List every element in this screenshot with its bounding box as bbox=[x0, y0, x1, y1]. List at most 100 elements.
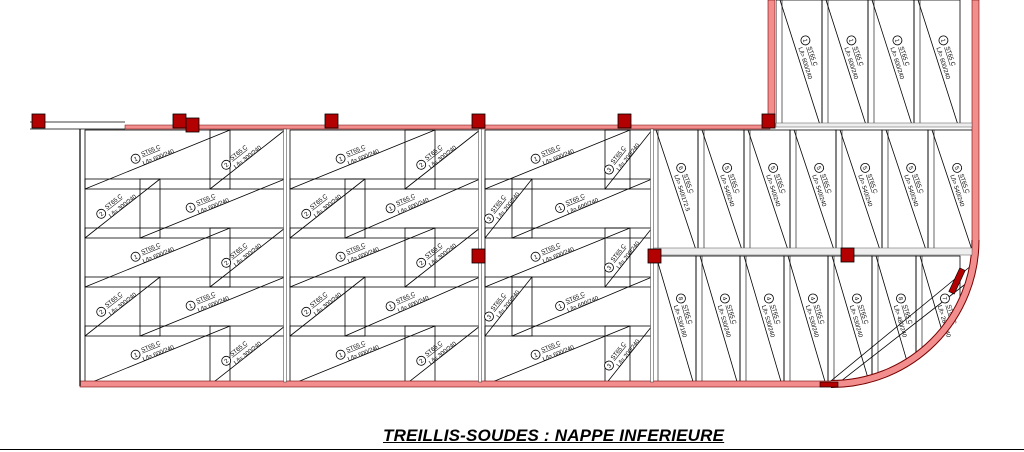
mark-circle bbox=[940, 293, 950, 304]
grade-underline bbox=[542, 247, 561, 256]
grade-underline bbox=[397, 296, 415, 305]
steel-grade: ST65 C bbox=[769, 304, 781, 326]
mark-circle bbox=[530, 349, 541, 360]
grade-underline bbox=[898, 47, 905, 66]
grade-underline bbox=[427, 247, 443, 260]
title-divider bbox=[0, 449, 1024, 450]
mark-number: 1 bbox=[133, 156, 139, 163]
mesh-diagonal bbox=[655, 129, 697, 251]
mark-number: 2 bbox=[224, 162, 231, 169]
grade-underline bbox=[347, 247, 366, 256]
mesh-panel bbox=[484, 129, 631, 190]
mark-number: 2 bbox=[419, 162, 426, 169]
structure bbox=[30, 0, 980, 389]
grade-underline bbox=[427, 345, 443, 358]
mesh-panel bbox=[289, 227, 436, 288]
mark-circle bbox=[604, 360, 614, 371]
mesh-panel bbox=[484, 325, 631, 385]
mark-number: 1 bbox=[801, 38, 808, 44]
mark-number: 2 bbox=[224, 358, 231, 365]
mark-number: 2 bbox=[224, 260, 231, 267]
mesh-panel bbox=[289, 276, 366, 337]
mark-circle bbox=[676, 162, 687, 173]
mesh-diagonal bbox=[793, 129, 835, 251]
mesh-diagonal bbox=[209, 325, 286, 385]
mark-number: 1 bbox=[133, 352, 139, 359]
mark-circle bbox=[221, 355, 232, 366]
mark-circle bbox=[530, 153, 541, 164]
mark-circle bbox=[484, 213, 494, 224]
mesh-diagonal bbox=[484, 325, 631, 385]
mesh-diagonal bbox=[701, 129, 743, 251]
mark-circle bbox=[185, 202, 196, 213]
mark-number: 1 bbox=[939, 38, 946, 44]
mark-number: 5 bbox=[769, 166, 776, 172]
grade-underline bbox=[107, 296, 123, 309]
mesh-diagonal bbox=[871, 0, 913, 126]
mark-circle bbox=[952, 162, 963, 173]
right-wall bbox=[971, 0, 980, 242]
column bbox=[948, 267, 966, 295]
grade-underline bbox=[142, 247, 161, 256]
curved-wall bbox=[830, 239, 979, 388]
mark-circle bbox=[301, 306, 312, 317]
steel-grade: ST65 C bbox=[901, 304, 913, 326]
grade-underline bbox=[566, 198, 585, 207]
grade-underline bbox=[958, 174, 965, 193]
mark-number: 1 bbox=[188, 303, 194, 310]
grade-underline bbox=[197, 296, 216, 305]
mark-circle bbox=[335, 349, 346, 360]
mark-number: 3 bbox=[607, 363, 614, 370]
mark-circle bbox=[335, 153, 346, 164]
column bbox=[819, 381, 839, 388]
mark-circle bbox=[906, 162, 917, 173]
grade-underline bbox=[312, 198, 328, 211]
mark-number: 3 bbox=[487, 314, 494, 321]
top-beam bbox=[124, 124, 771, 130]
mark-circle bbox=[130, 349, 141, 360]
upper-beam bbox=[775, 122, 973, 128]
mark-number: 4 bbox=[808, 296, 815, 302]
mark-circle bbox=[130, 251, 141, 262]
mesh-diagonal bbox=[825, 0, 867, 126]
grade-underline bbox=[197, 198, 216, 207]
grade-underline bbox=[312, 296, 328, 309]
grade-underline bbox=[813, 305, 820, 324]
mark-circle bbox=[555, 301, 565, 311]
grade-underline bbox=[852, 47, 859, 66]
drawing-title: TREILLIS-SOUDES : NAPPE INFERIEURE bbox=[383, 426, 725, 445]
mesh-diagonal bbox=[404, 325, 481, 385]
mark-number: 7 bbox=[940, 296, 947, 302]
mesh-panel bbox=[484, 178, 533, 239]
mark-circle bbox=[814, 162, 825, 173]
mark-number: 1 bbox=[847, 38, 854, 44]
grade-underline bbox=[494, 198, 507, 214]
inner-wall bbox=[767, 0, 776, 129]
mark-number: 4 bbox=[764, 296, 771, 302]
mesh-edge-diagonal bbox=[825, 264, 973, 385]
mark-circle bbox=[938, 35, 949, 46]
steel-grade: ST65 C bbox=[725, 304, 737, 326]
grade-underline bbox=[107, 198, 123, 211]
